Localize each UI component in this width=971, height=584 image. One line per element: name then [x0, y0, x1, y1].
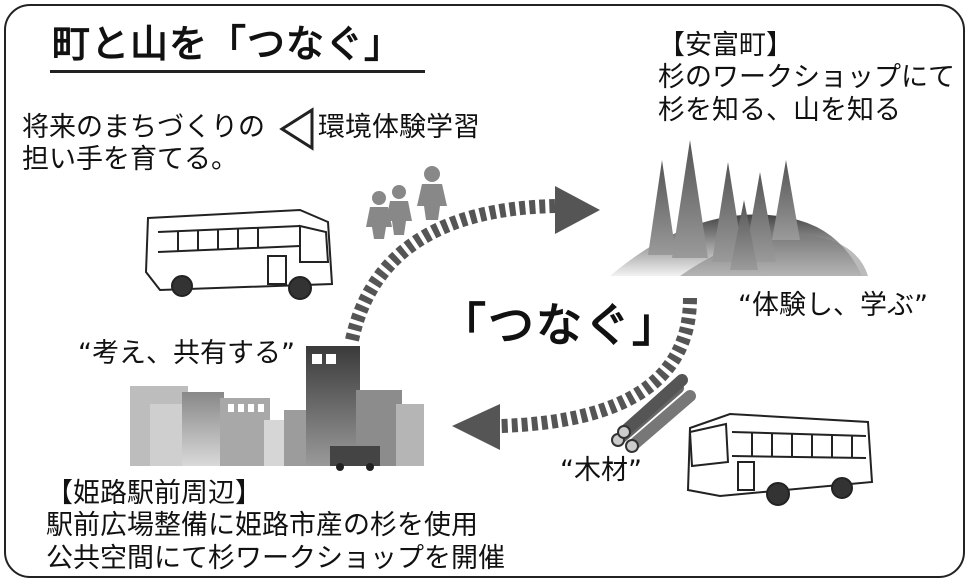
- experience-quote: “体験し、学ぶ”: [738, 290, 928, 321]
- himeji-heading: 【姫路駅前周辺】: [46, 478, 262, 509]
- logs-icon: [611, 374, 696, 453]
- wood-quote: “木材”: [560, 455, 642, 486]
- arrow-city-to-mountain: [345, 186, 600, 342]
- yasutomi-line1: 杉のワークショップにて: [658, 62, 955, 94]
- small-arrow-icon: [279, 107, 314, 151]
- mountain-forest-icon: [610, 140, 868, 276]
- arrow-mountain-to-city: [452, 297, 697, 450]
- think-share-quote: “考え、共有する”: [78, 338, 295, 369]
- yasutomi-heading: 【安富町】: [658, 30, 793, 61]
- himeji-line2: 公共空間にて杉ワークショップを開催: [46, 542, 505, 574]
- diagram-frame: [4, 4, 965, 578]
- bus-icon-lower: [686, 412, 874, 506]
- environment-learning-label: 環境体験学習: [318, 112, 480, 143]
- children-icon: [366, 166, 447, 239]
- future-builders-line1: 将来のまちづくりの: [22, 112, 265, 143]
- bus-icon-upper: [144, 208, 334, 300]
- connect-label: 「つなぐ」: [440, 298, 680, 352]
- himeji-text: 【姫路駅前周辺】 駅前広場整備に姫路市産の杉を使用 公共空間にて杉ワークショップ…: [46, 478, 505, 575]
- yasutomi-text: 【安富町】 杉のワークショップにて 杉を知る、山を知る: [658, 30, 955, 127]
- himeji-line1: 駅前広場整備に姫路市産の杉を使用: [46, 510, 478, 542]
- yasutomi-line2: 杉を知る、山を知る: [658, 94, 901, 126]
- future-builders-line2: 担い手を育てる。: [22, 144, 238, 176]
- city-buildings-icon: [130, 346, 424, 471]
- title-underline: [50, 70, 425, 73]
- future-builders-text: 将来のまちづくりの 担い手を育てる。: [22, 112, 265, 177]
- diagram-title: 町と山を「つなぐ」: [52, 22, 404, 66]
